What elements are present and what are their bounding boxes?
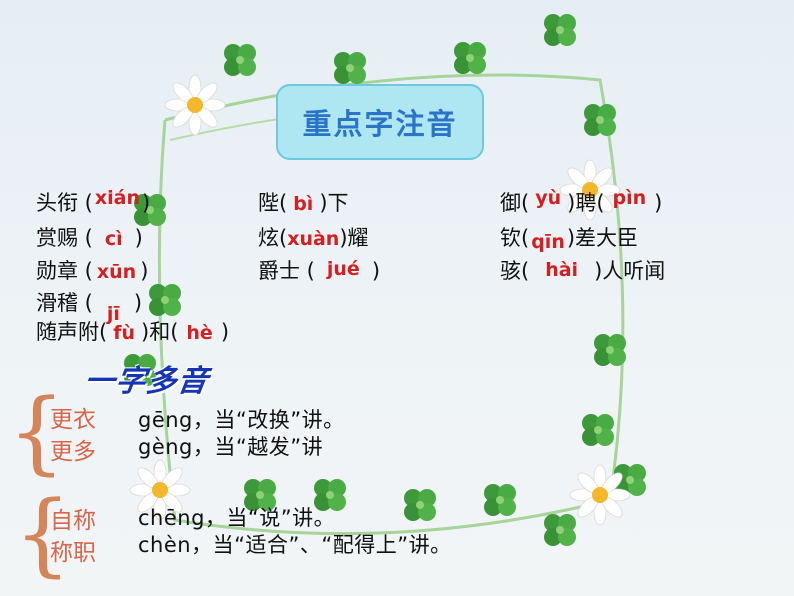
vocab-item: 御(yù)聘(pìn) <box>500 187 663 215</box>
vocab-item: 骇(hài)人听闻 <box>500 259 666 283</box>
brace-icon: { <box>14 482 72 587</box>
polyphone-word: 称职 <box>50 540 96 566</box>
vocab-item: 滑稽 (jī) <box>36 291 143 325</box>
polyphone-reading: chēng，当“说”讲。 <box>138 506 336 530</box>
polyphone-word: 更衣 <box>50 407 96 433</box>
vocab-item: 赏赐 (cì) <box>36 226 143 250</box>
polyphone-word: 更多 <box>50 439 96 465</box>
polyphone-reading: gèng，当“越发”讲 <box>138 435 324 459</box>
polyphone-reading: gēng，当“改换”讲。 <box>138 408 345 432</box>
vocab-item: 随声附(fù)和(hè) <box>36 320 230 344</box>
vocab-item: 勋章 (xūn) <box>36 259 149 283</box>
brace-icon: { <box>8 380 66 485</box>
vocab-item: 钦(qīn)差大臣 <box>500 226 639 253</box>
polyphone-word: 自称 <box>50 508 96 534</box>
vocab-item: 陛(bì)下 <box>258 191 349 215</box>
polyphone-banner: 一字多音 <box>82 364 211 399</box>
vocab-item: 炫(xuàn)耀 <box>258 226 369 250</box>
vocab-item: 爵士 (jué) <box>258 258 381 283</box>
page-title: 重点字注音 <box>276 84 484 160</box>
polyphone-reading: chèn，当“适合”、“配得上”讲。 <box>138 533 452 557</box>
vocab-item: 头衔 (xián) <box>36 187 151 215</box>
